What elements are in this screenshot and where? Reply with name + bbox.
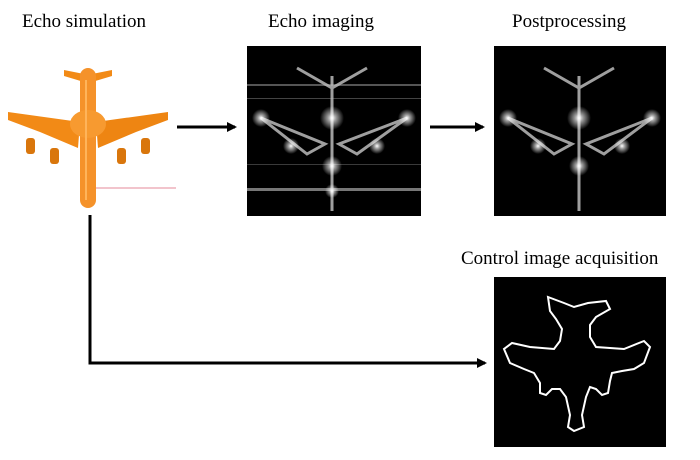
post-scatter-4 bbox=[530, 138, 546, 154]
post-scatter-2 bbox=[643, 109, 661, 127]
echo-scatter-1 bbox=[252, 109, 270, 127]
echo-imaging-label: Echo imaging bbox=[268, 11, 375, 32]
echo-scatter-4 bbox=[283, 138, 299, 154]
echo-wing-left bbox=[260, 116, 329, 156]
echo-scatter-5 bbox=[369, 138, 385, 154]
model-engine-1 bbox=[26, 138, 35, 154]
echo-imaging-panel bbox=[247, 46, 421, 216]
echo-scatter-2 bbox=[398, 109, 416, 127]
echo-imaging-image bbox=[247, 66, 421, 211]
model-engine-3 bbox=[117, 148, 126, 164]
model-wing-right bbox=[96, 112, 168, 148]
echo-simulation-label: Echo simulation bbox=[22, 11, 147, 32]
echo-streak-2 bbox=[247, 98, 421, 99]
postprocessing-label: Postprocessing bbox=[512, 11, 626, 32]
post-wing-left bbox=[507, 116, 576, 156]
aircraft-3d-model bbox=[8, 68, 176, 208]
post-scatter-5 bbox=[614, 138, 630, 154]
control-image-panel bbox=[494, 277, 666, 447]
echo-streak-1 bbox=[247, 84, 421, 86]
post-scatter-6 bbox=[569, 156, 589, 176]
postprocessing-panel bbox=[494, 46, 666, 216]
echo-scatter-6 bbox=[322, 156, 342, 176]
aircraft-contour-outline bbox=[502, 295, 652, 433]
post-scatter-1 bbox=[499, 109, 517, 127]
post-scatter-3 bbox=[567, 106, 591, 130]
postprocessing-image bbox=[499, 66, 661, 211]
post-wing-right bbox=[582, 116, 653, 156]
echo-scatter-7 bbox=[325, 184, 339, 198]
model-engine-4 bbox=[141, 138, 150, 154]
control-image-contour bbox=[502, 295, 652, 433]
echo-scatter-3 bbox=[320, 106, 344, 130]
control-image-acquisition-label: Control image acquisition bbox=[461, 248, 659, 269]
arrow-simulation-to-control bbox=[88, 215, 487, 368]
echo-wing-right bbox=[335, 116, 408, 156]
model-wing-left bbox=[8, 112, 80, 148]
model-engine-2 bbox=[50, 148, 59, 164]
model-hump bbox=[70, 110, 106, 138]
